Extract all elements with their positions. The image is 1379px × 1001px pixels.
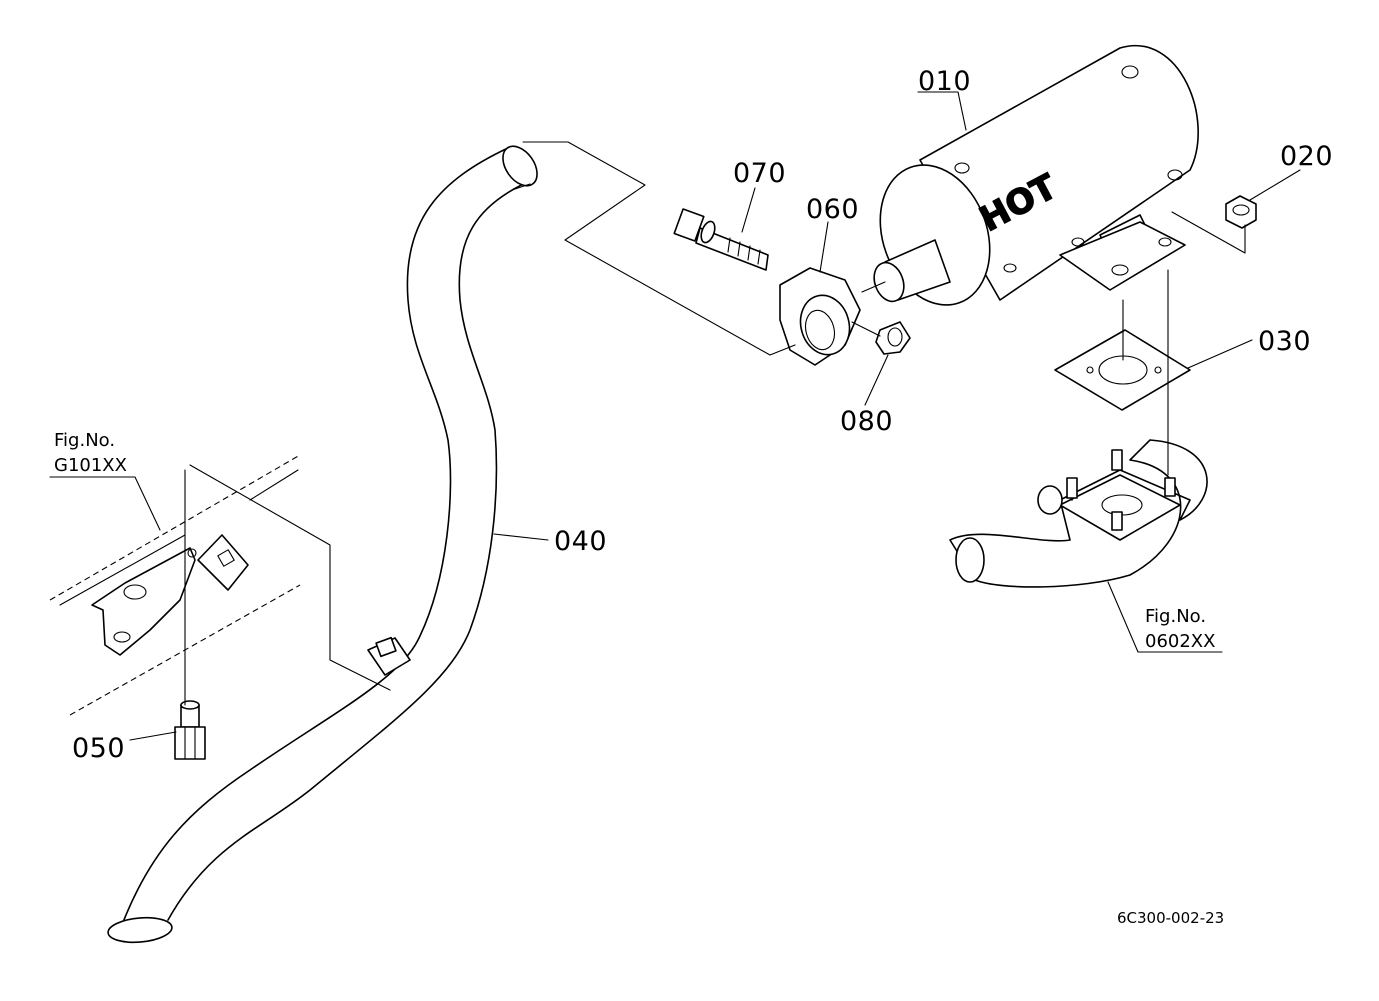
- nut-020: [1225, 195, 1257, 229]
- muffler: HOT: [873, 44, 1199, 306]
- exhaust-pipe: [107, 145, 538, 944]
- part-label-030: 030: [1258, 326, 1311, 357]
- gasket: [1054, 329, 1191, 411]
- part-labels: 010 020 030 040 050 060 070 080: [72, 66, 1333, 764]
- part-label-080: 080: [840, 406, 893, 437]
- guide-lines: [184, 141, 1246, 706]
- part-label-040: 040: [554, 526, 607, 557]
- fig-ref-left: Fig.No. G101XX: [54, 430, 127, 476]
- part-label-010: 010: [918, 66, 971, 97]
- bolt: [673, 208, 769, 271]
- part-label-020: 020: [1280, 141, 1333, 172]
- bolt-050: [174, 700, 206, 760]
- leader-lines: [49, 91, 1301, 741]
- fig-ref-left-label: Fig.No.: [54, 430, 115, 451]
- fig-ref-right: Fig.No. 0602XX: [1145, 606, 1215, 652]
- clamp: [779, 267, 861, 366]
- nut-080: [875, 321, 911, 355]
- fig-ref-left-code: G101XX: [54, 455, 127, 476]
- fig-ref-right-code: 0602XX: [1145, 631, 1215, 652]
- part-label-060: 060: [806, 194, 859, 225]
- part-label-070: 070: [733, 158, 786, 189]
- part-label-050: 050: [72, 733, 125, 764]
- drawing-code: 6C300-002-23: [1117, 909, 1224, 927]
- frame-bracket: [49, 454, 301, 716]
- fig-ref-right-label: Fig.No.: [1145, 606, 1206, 627]
- exhaust-manifold: [949, 439, 1208, 588]
